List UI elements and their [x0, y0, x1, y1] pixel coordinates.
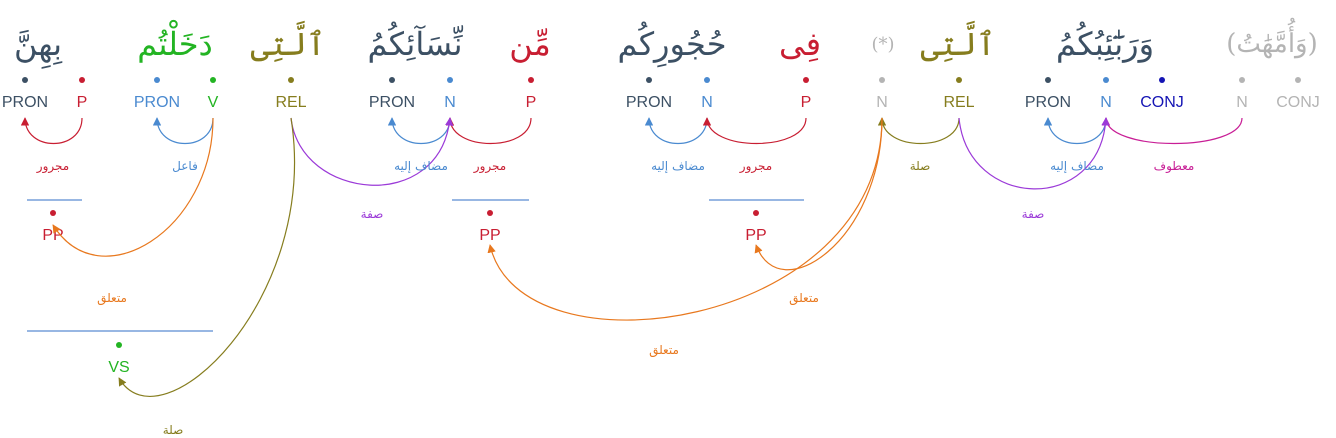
pos-tag: P — [77, 94, 88, 111]
relation-label: صلة — [910, 159, 931, 173]
word-nisaikum: نِّسَآئِكُمُ — [367, 22, 463, 63]
pos-tag: PRON — [134, 94, 180, 111]
dot — [528, 77, 534, 83]
relation-label: مضاف إليه — [1050, 159, 1104, 173]
word-hujurikum: حُجُورِكُم — [618, 22, 727, 68]
dot — [879, 77, 885, 83]
pos-tag: REL — [943, 94, 974, 111]
word-waummahatu: (وَأُمَّهَٰتُ) — [1226, 18, 1318, 59]
dot — [1159, 77, 1165, 83]
arc-fail — [152, 117, 214, 145]
relation-label: صفة — [361, 207, 384, 221]
phrase-label-vs: VS — [108, 359, 129, 376]
arc-sila — [118, 117, 296, 398]
relation-label: متعلق — [649, 343, 679, 358]
pos-tag: PRON — [626, 94, 672, 111]
dot — [956, 77, 962, 83]
dot — [1103, 77, 1109, 83]
pos-tag: N — [1236, 94, 1248, 111]
dot — [704, 77, 710, 83]
relation-label: صلة — [163, 423, 184, 437]
pos-tag: CONJ — [1140, 94, 1184, 111]
relation-label: صفة — [1022, 207, 1045, 221]
relation-labels: مجرور فاعل مضاف إليه مجرور مضاف إليه مجر… — [36, 159, 1195, 437]
relation-label: فاعل — [172, 159, 198, 173]
phrase-nodes: PP PP PP VS — [27, 199, 804, 376]
phrase-dot — [116, 342, 122, 348]
word-allati-1: ٱلَّتِى — [251, 19, 326, 63]
word-dakhaltum: دَخَلْتُم — [137, 19, 213, 63]
arc-sifa — [958, 117, 1110, 190]
pos-tag: V — [208, 94, 219, 111]
phrase-dot — [753, 210, 759, 216]
pos-tag: CONJ — [1276, 94, 1320, 111]
relation-label: مضاف إليه — [651, 159, 705, 173]
dot — [389, 77, 395, 83]
arc-majrur — [20, 117, 83, 145]
arc-mutaallaq — [487, 117, 883, 321]
relation-label: معطوف — [1154, 159, 1195, 174]
pos-tag: PRON — [2, 94, 48, 111]
dependency-arcs — [20, 117, 1243, 398]
phrase-label-pp: PP — [745, 227, 766, 244]
relation-label: متعلق — [97, 291, 127, 306]
phrase-dot — [50, 210, 56, 216]
dot — [210, 77, 216, 83]
arc-majrur — [702, 117, 807, 144]
arc-mudaf-ilayh — [644, 117, 708, 145]
phrase-dot — [487, 210, 493, 216]
token-dots — [22, 77, 1301, 83]
arc-mutaallaq — [754, 117, 883, 271]
relation-label: مجرور — [739, 159, 772, 174]
relation-label: مجرور — [36, 159, 69, 174]
pos-tag: N — [876, 94, 888, 111]
word-bihinna: بِهِنَّ — [14, 25, 63, 69]
arc-mudaf-ilayh — [387, 117, 451, 145]
pos-tag: P — [526, 94, 537, 111]
dot — [154, 77, 160, 83]
arc-majrur — [445, 117, 532, 144]
pos-tag: REL — [275, 94, 306, 111]
word-allati-2: ٱلَّتِى — [921, 19, 996, 63]
dot — [1239, 77, 1245, 83]
pos-tag: P — [801, 94, 812, 111]
arc-sifa — [290, 117, 454, 186]
dot — [1295, 77, 1301, 83]
pos-tag: PRON — [369, 94, 415, 111]
word-fi: فِى — [779, 25, 821, 63]
pos-tags: PRON P PRON V REL PRON N P PRON N P N RE… — [2, 94, 1320, 111]
dot — [79, 77, 85, 83]
arc-mudaf-ilayh — [1043, 117, 1107, 145]
dot — [1045, 77, 1051, 83]
arc-matuf — [1101, 117, 1243, 144]
word-hidden: (*) — [871, 34, 894, 55]
pos-tag: N — [701, 94, 713, 111]
word-row: بِهِنَّ دَخَلْتُم ٱلَّتِى نِّسَآئِكُمُ م… — [14, 18, 1318, 70]
arc-sila — [877, 117, 960, 144]
relation-label: مضاف إليه — [394, 159, 448, 173]
pos-tag: N — [1100, 94, 1112, 111]
dot — [646, 77, 652, 83]
dot — [447, 77, 453, 83]
word-min: مِّن — [509, 25, 551, 63]
dot — [803, 77, 809, 83]
pos-tag: PRON — [1025, 94, 1071, 111]
relation-label: متعلق — [789, 291, 819, 306]
dot — [22, 77, 28, 83]
dot — [288, 77, 294, 83]
pos-tag: N — [444, 94, 456, 111]
relation-label: مجرور — [473, 159, 506, 174]
word-warabaibukum: وَرَبَٰٓئِبُكُمُ — [1056, 22, 1154, 63]
phrase-label-pp: PP — [479, 227, 500, 244]
arc-mutaallaq — [52, 117, 214, 257]
